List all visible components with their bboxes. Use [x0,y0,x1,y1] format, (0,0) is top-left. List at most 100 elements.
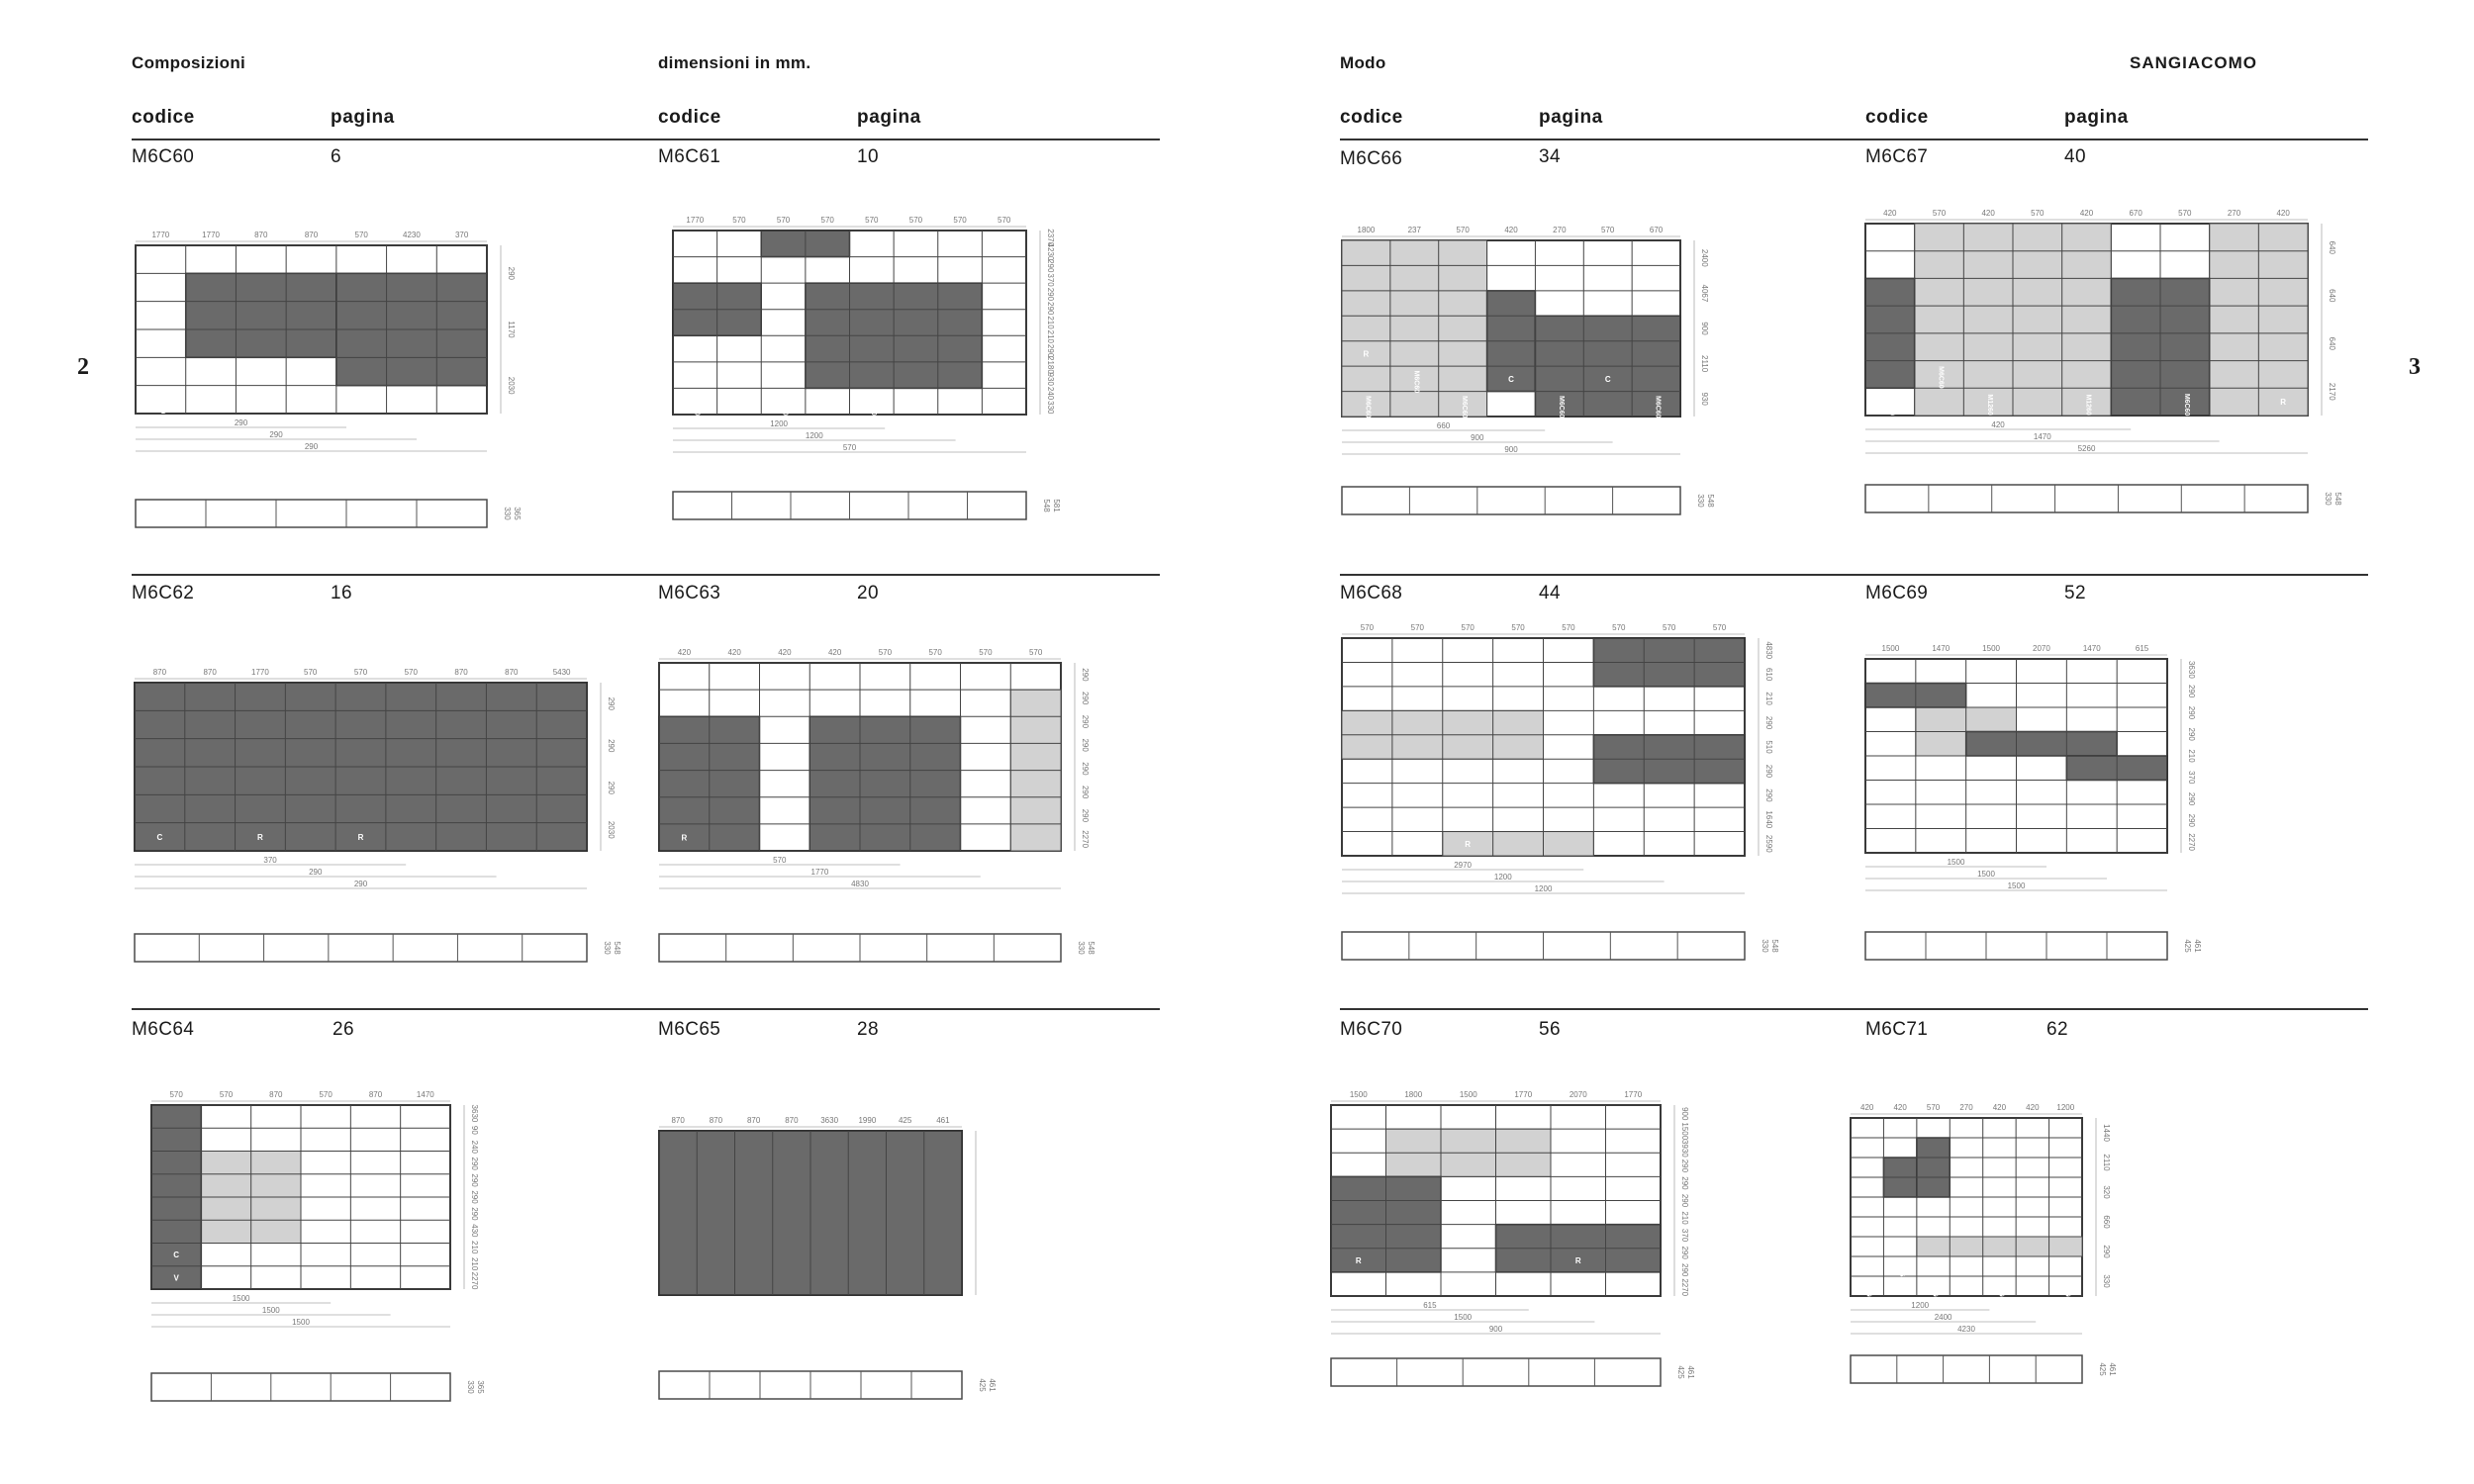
dimension-label: C [173,1251,179,1259]
dimension-label: 1470 [2034,432,2051,441]
dimension-label: 870 [153,668,167,677]
dimensions-note: dimensioni in mm. [658,53,811,72]
dimension-label: 1500 [1454,1313,1472,1322]
dimension-label: 290 [1764,765,1773,779]
dimension-label: 640 [2328,289,2336,303]
dimension-label: 570 [928,648,942,657]
dimension-label: 1200 [1911,1301,1929,1310]
dimension-label: 1800 [1358,226,1376,234]
composition-page: 6 [331,146,341,167]
dimension-label: 420 [1860,1103,1874,1112]
dimension-label: 290 [1680,1194,1689,1208]
dimension-label: 210 [470,1241,479,1254]
composition-code: M6C65 [658,1019,721,1040]
light-panel [1341,239,1488,417]
dimension-label: V [1356,1280,1362,1289]
dimension-label: M6C60 [1865,1278,1872,1301]
dimension-label: 290 [1081,668,1090,682]
dimension-label: 1500 [1882,644,1900,653]
dimension-label: 1440 [2102,1124,2111,1142]
dimension-label: R [1888,812,1894,821]
dimension-label: R [1988,812,1994,821]
dimension-label: 290 [2102,1245,2111,1258]
dark-panel [809,715,962,852]
dimension-label: M6C60 [1558,396,1565,418]
composition-page: 40 [2064,146,2086,167]
dimension-label: 870 [785,1116,799,1125]
dimension-label: 1470 [1932,644,1950,653]
dimension-label: 2270 [1680,1278,1689,1296]
dimension-label: 660 [2102,1215,2111,1229]
dimension-label: 1500 [292,1318,310,1327]
column-heading-code: codice [132,107,195,128]
dimension-label: 4230 [1046,243,1055,261]
dimension-label: 570 [2031,209,2045,218]
dimension-label: 570 [2178,209,2192,218]
dimension-label: 570 [169,1090,183,1099]
dimension-label: 1500 [1982,644,2000,653]
dimension-label: 290 [1046,288,1055,302]
dimension-label: R [1356,1256,1362,1265]
dimension-label: 370 [2187,771,2196,785]
dimension-label: M6C60 [1412,371,1419,394]
dimension-label: 1470 [2083,644,2101,653]
dimension-label: 330 [503,507,512,520]
composition-code: M6C68 [1340,583,1403,603]
dimension-label: 570 [1713,623,1727,632]
dimension-label: 290 [2187,706,2196,720]
dimension-label: V [1888,837,1894,846]
dimension-label: 1200 [2056,1103,2074,1112]
collection-name: Modo [1340,53,1386,72]
dimension-label: 1500 [233,1294,250,1303]
dimension-label: 290 [354,880,368,888]
dimension-label: 210 [2187,749,2196,763]
dimension-label: 237 [1408,226,1422,234]
dimension-label: 330 [2102,1274,2111,1288]
divider-rule [1340,139,2368,140]
dimension-label: 1770 [1514,1090,1532,1099]
dimension-label: 290 [607,782,616,795]
dimension-label: 870 [203,668,217,677]
dimension-label: 870 [505,668,519,677]
dimension-label: 290 [470,1207,479,1221]
dimension-label: 570 [1411,623,1425,632]
dimension-label: R [459,396,465,405]
dimension-label: 330 [603,941,612,955]
dimension-label: 2270 [2187,833,2196,851]
dimension-label: M6C60 [1938,366,1945,389]
dimension-label: 425 [978,1378,987,1392]
dimension-label: 1500 [262,1306,280,1315]
dimension-label: R [273,1273,279,1282]
composition-code: M6C69 [1865,583,1929,603]
plan-view [1864,931,2168,961]
dimension-label: 2400 [1935,1313,1952,1322]
dimension-label: 1200 [770,419,788,428]
dimension-label: 290 [1046,259,1055,273]
composition-code: M6C63 [658,583,721,603]
composition-code: M6C66 [1340,148,1403,169]
dimension-label: C [1508,375,1514,384]
dimension-label: 1770 [811,868,829,877]
dark-panel [1964,730,2118,757]
dimension-label: C [1963,1262,1969,1271]
dimension-label: 548 [1706,494,1715,508]
dimension-label: C [2030,1262,2036,1271]
dimension-label: 1990 [858,1116,876,1125]
dimension-label: 570 [1462,623,1475,632]
dimension-label: M6C60 [2183,394,2190,417]
dimension-label: R [2089,812,2095,821]
dimension-label: M6C60 [693,393,700,416]
dimension-label: 210 [1046,316,1055,329]
dimension-label: 1770 [251,668,269,677]
dimension-label: 2590 [1764,835,1773,853]
dimension-label: 1800 [1404,1090,1422,1099]
dimension-label: R [1575,1256,1581,1265]
dimension-label: M6C60 [870,393,877,416]
composition-page: 16 [331,583,352,603]
dimension-label: 570 [909,216,923,225]
dimension-label: C [957,398,963,407]
dimension-label: 290 [2187,792,2196,806]
dimension-label: 370 [1680,1229,1689,1243]
composition-page: 34 [1539,146,1561,167]
